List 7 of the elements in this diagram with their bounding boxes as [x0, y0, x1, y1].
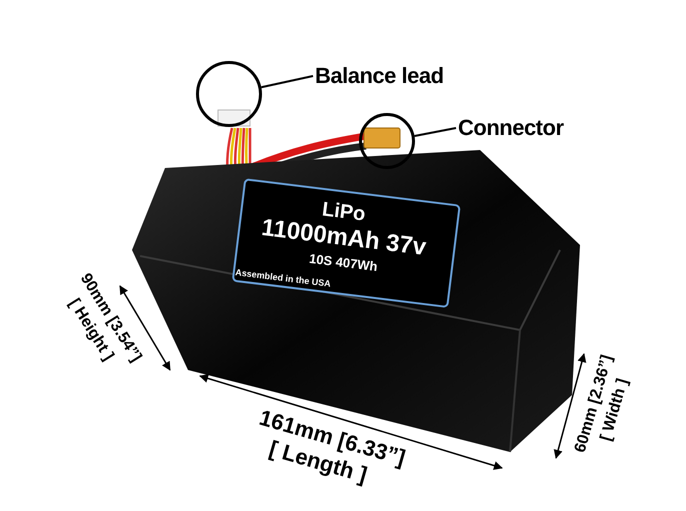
- callout-circle: [359, 113, 415, 169]
- callout-circle: [196, 61, 262, 127]
- callout-label: Balance lead: [315, 62, 444, 90]
- battery-label-text: LiPo: [320, 198, 366, 226]
- callout-label: Connector: [458, 114, 564, 142]
- leader-line: [261, 75, 314, 88]
- leader-line: [414, 127, 456, 137]
